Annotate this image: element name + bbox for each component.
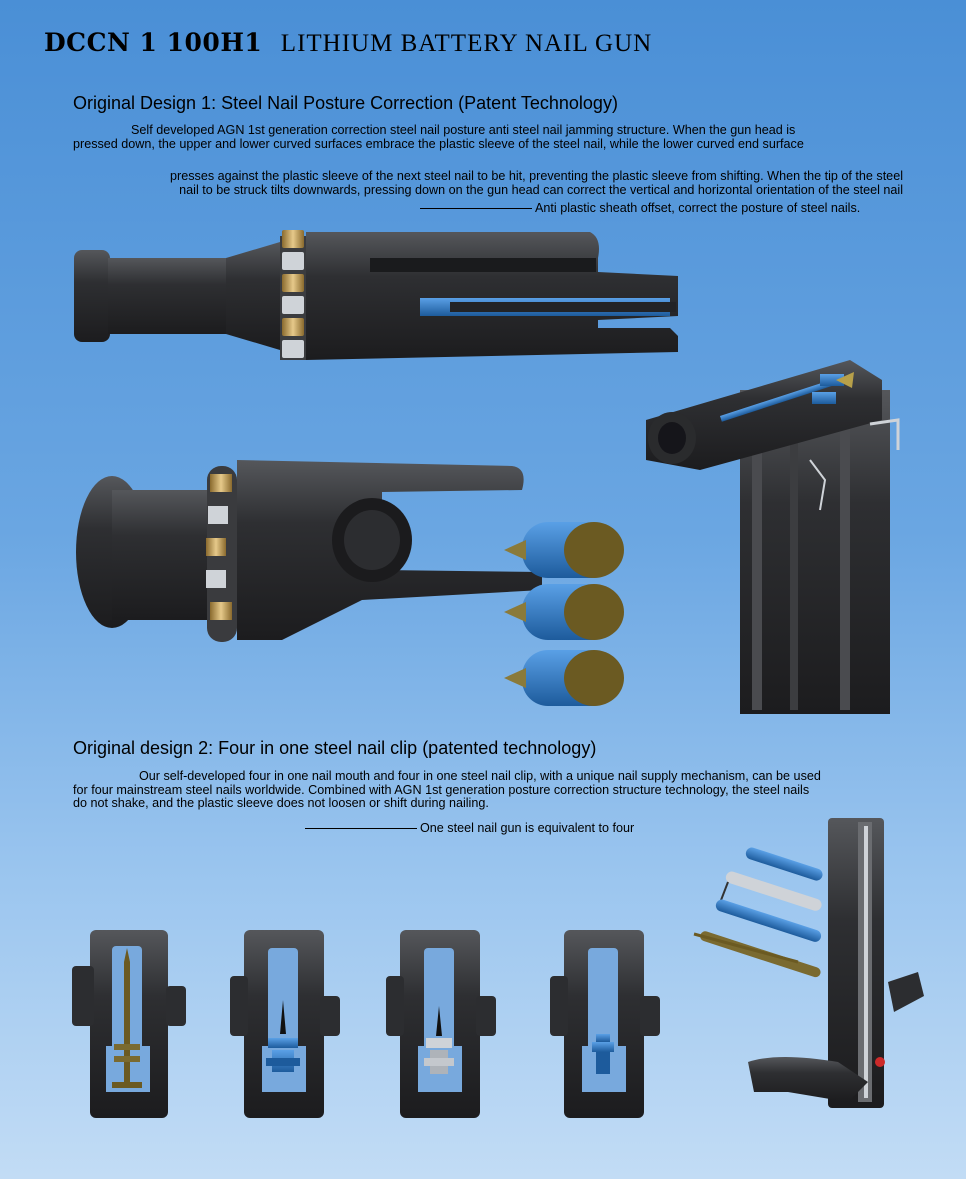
clip-variant-silver — [386, 930, 496, 1118]
nozzle-perspective-figure — [76, 460, 624, 706]
model-number: DCCN 1 100H1 — [44, 28, 263, 57]
design1-heading: Original Design 1: Steel Nail Posture Co… — [73, 93, 618, 113]
design2-paragraph: Our self-developed four in one nail mout… — [73, 769, 821, 810]
nail-sleeve-row-1 — [504, 522, 624, 578]
brass-nail-strip — [693, 931, 821, 978]
full-magazine — [748, 818, 924, 1108]
nail-sleeve-row-2 — [504, 584, 624, 640]
clip-variant-brass — [72, 930, 186, 1118]
nail-sleeve-row-3 — [504, 650, 624, 706]
gold-ring-perspective — [206, 466, 237, 642]
page-title: DCCN 1 100H1 LITHIUM BATTERY NAIL GUN — [44, 28, 652, 58]
design1-paragraph-2: presses against the plastic sleeve of th… — [170, 169, 903, 197]
clip-variant-blue-short — [550, 930, 660, 1118]
tagline-rule — [305, 828, 417, 830]
nozzle-side-view-figure — [74, 230, 678, 360]
nail-strips-and-magazine-figure — [693, 818, 924, 1108]
blue-sleeve-nail-strip — [715, 899, 822, 942]
design2-tagline: One steel nail gun is equivalent to four — [305, 821, 634, 835]
design2-heading: Original design 2: Four in one steel nai… — [73, 738, 597, 758]
product-name: LITHIUM BATTERY NAIL GUN — [280, 30, 653, 57]
gold-ring — [282, 230, 304, 358]
blue-nail-strip — [745, 847, 823, 881]
design1-paragraph-1: Self developed AGN 1st generation correc… — [73, 123, 804, 151]
tagline-rule — [420, 208, 532, 210]
design1-tagline: Anti plastic sheath offset, correct the … — [420, 201, 860, 215]
clip-variant-blue — [230, 930, 340, 1118]
magazine-assembly-figure — [646, 360, 900, 714]
